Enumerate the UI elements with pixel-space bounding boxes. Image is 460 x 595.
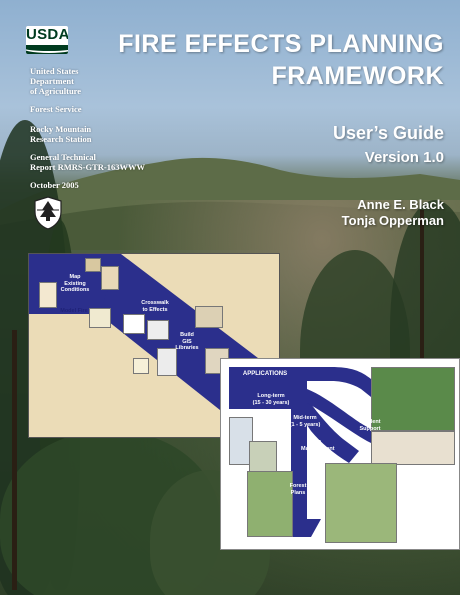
diagram-label: Forest Plans bbox=[289, 483, 307, 496]
report-number: General Technical Report RMRS-GTR-163WWW bbox=[30, 152, 145, 172]
department-name: United States Department of Agriculture bbox=[30, 66, 82, 96]
map-thumbnail bbox=[85, 258, 101, 272]
tree-trunk bbox=[420, 210, 424, 360]
map-thumbnail bbox=[325, 463, 397, 543]
diagram-label: Short-term (<1 year) bbox=[314, 381, 344, 394]
version-label: Version 1.0 bbox=[364, 149, 444, 166]
document-title: FIRE EFFECTS PLANNING FRAMEWORK bbox=[118, 30, 444, 90]
diagram-label: Fire Management Plans bbox=[301, 439, 335, 458]
map-thumbnail bbox=[133, 358, 149, 374]
map-thumbnail bbox=[247, 471, 293, 537]
diagram-label: Long-term (15 - 30 years) bbox=[252, 393, 290, 406]
diagram-label: Mid-term (1 - 5 years) bbox=[289, 415, 321, 428]
map-thumbnail bbox=[39, 282, 57, 308]
map-thumbnail bbox=[371, 431, 455, 465]
forest-service-shield-icon bbox=[34, 196, 62, 230]
tree-trunk bbox=[12, 330, 17, 590]
service-name: Forest Service bbox=[30, 104, 82, 114]
publication-date: October 2005 bbox=[30, 180, 79, 190]
map-thumbnail bbox=[101, 266, 119, 290]
diagram-label: Map Existing Conditions bbox=[60, 274, 90, 293]
map-thumbnail bbox=[89, 308, 111, 328]
usda-logo: USDA bbox=[26, 26, 68, 54]
table-thumbnail bbox=[123, 314, 145, 334]
diagram-label: Build GIS Libraries bbox=[175, 332, 199, 351]
diagram-label: Incident Support bbox=[359, 419, 381, 432]
table-thumbnail bbox=[147, 320, 169, 340]
map-thumbnail bbox=[371, 367, 455, 431]
applications-diagram: APPLICATIONS Short-term (<1 year) Long-t… bbox=[220, 358, 460, 550]
guide-label: User’s Guide bbox=[332, 123, 444, 143]
map-thumbnail bbox=[195, 306, 223, 328]
document-subtitle: User’s Guide Version 1.0 bbox=[333, 118, 444, 168]
usda-logo-text: USDA bbox=[26, 26, 68, 43]
station-name: Rocky Mountain Research Station bbox=[30, 124, 92, 144]
map-thumbnail bbox=[157, 348, 177, 376]
author-name: Anne E. Black bbox=[357, 197, 444, 212]
author-name: Tonja Opperman bbox=[341, 213, 444, 228]
author-list: Anne E. Black Tonja Opperman bbox=[342, 197, 444, 229]
diagram-label: Crosswalk to Effects bbox=[141, 300, 169, 313]
diagram-label: APPLICATIONS bbox=[242, 371, 288, 377]
diagram-label: Model Fire bbox=[60, 308, 88, 314]
